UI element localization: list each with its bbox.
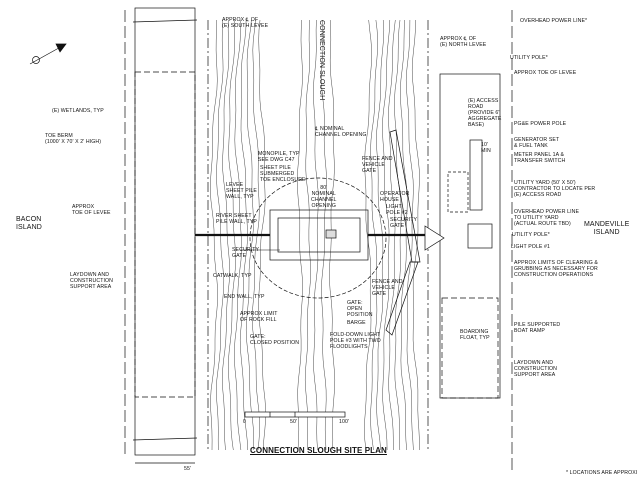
contour-line xyxy=(364,19,372,451)
light-pole-1-label: LIGHT POLE #1 xyxy=(511,244,550,250)
gate-closed-label: GATE: CLOSED POSITION xyxy=(250,334,300,346)
catwalk-label: CATWALK, TYP xyxy=(213,273,252,279)
north-arrow-circle xyxy=(32,56,40,64)
utility-yard-label: UTILITY YARD (50' X 50') CONTRACTOR TO L… xyxy=(514,180,596,198)
contour-line xyxy=(304,19,311,451)
utility-yard xyxy=(447,171,469,213)
north-levee-label: APPROX ℄ OF (E) NORTH LEVEE xyxy=(440,36,487,48)
gate-open-label: GATE: OPEN POSITION xyxy=(347,300,373,318)
laydown-right-label: LAYDOWN AND CONSTRUCTION SUPPORT AREA xyxy=(514,360,557,378)
contour-line xyxy=(321,19,327,451)
toe-levee-left-label: APPROX TOE OF LEVEE xyxy=(72,204,111,216)
toe-berm-label: TOE BERM (1000' X 70' X 2' HIGH) xyxy=(45,133,102,145)
utility-pole-top-label: UTILITY POLE* xyxy=(510,55,548,61)
end-wall-label: END WALL, TYP xyxy=(224,294,265,300)
fold-down-light-label: FOLD-DOWN LIGHT POLE #3 WITH TWO FLOODLI… xyxy=(330,332,381,350)
dimension-55-label: 55' xyxy=(184,466,192,472)
light-pole-2-label: LIGHT POLE #2 xyxy=(386,204,408,216)
levee-break-mark-bottom xyxy=(132,437,198,441)
scale-label-100: 100' xyxy=(339,419,350,425)
mandeville-island-label: MANDEVILLE ISLAND xyxy=(584,221,630,236)
operator-house-label: OPERATOR HOUSE xyxy=(380,191,410,203)
pile-supported-label: PILE SUPPORTED BOAT RAMP xyxy=(514,322,561,334)
connection-slough-label: CONNECTION SLOUGH xyxy=(318,20,325,101)
security-gate-left-label: SECURITY GATE xyxy=(232,247,260,259)
monopile-label: MONOPILE, TYP SEE DWG C47 xyxy=(258,151,300,163)
wetlands-label: (E) WETLANDS, TYP xyxy=(52,108,104,114)
clearing-label: APPROX LIMITS OF CLEARING & GRUBBING AS … xyxy=(514,260,598,278)
rock-fill-limit xyxy=(249,177,387,299)
utility-pole-mid-label: UTILITY POLE* xyxy=(512,232,550,238)
scale-label-50: 50' xyxy=(290,419,298,425)
levee-break-mark-top xyxy=(132,19,198,23)
laydown-area-right xyxy=(441,297,499,399)
river-sheet-pile-label: RIVER SHEET PILE WALL, TYP xyxy=(216,213,257,225)
fence-gate-top-label: FENCE AND VEHICLE GATE xyxy=(362,156,393,174)
ten-min-label: 10' MIN xyxy=(481,142,491,154)
fence-gate-bottom-label: FENCE AND VEHICLE GATE xyxy=(372,279,403,297)
meter-panel-label: METER PANEL 1A & TRANSFER SWITCH xyxy=(514,152,566,164)
rock-fill-label: APPROX LIMIT OF ROCK FILL xyxy=(240,311,278,323)
footnote: * LOCATIONS ARE APPROXI xyxy=(566,470,638,476)
levee-sheet-pile-label: LEVEE SHEET PILE WALL, TYP xyxy=(226,182,257,200)
toe-levee-right-label: APPROX TOE OF LEVEE xyxy=(514,70,577,76)
security-gate-right-label: SECURITY GATE xyxy=(390,217,418,229)
barge-label: BARGE xyxy=(347,320,366,326)
laydown-left-label: LAYDOWN AND CONSTRUCTION SUPPORT AREA xyxy=(70,272,113,290)
operator-house xyxy=(325,229,337,239)
south-levee-label: APPROX ℄ OF (E) SOUTH LEVEE xyxy=(222,17,269,29)
barge-inner xyxy=(277,217,361,253)
contour-line xyxy=(296,19,303,451)
overhead-power-line-label: OVERHEAD POWER LINE TO UTILITY YARD (ACT… xyxy=(514,209,580,227)
access-road xyxy=(469,139,483,211)
power-line-top-label: OVERHEAD POWER LINE* xyxy=(520,18,588,24)
nominal-channel-opening-label: ℄ NOMINAL CHANNEL OPENING xyxy=(315,126,367,138)
sheet-pile-label: SHEET PILE SUBMERGED TOE ENCLOSURE xyxy=(260,165,306,183)
channel-arrow xyxy=(424,225,445,251)
north-arrow-head xyxy=(55,43,67,53)
pge-pole-label: PG&E POWER POLE xyxy=(514,121,567,127)
access-road-label: (E) ACCESS ROAD (PROVIDE 6" AGGREGATE BA… xyxy=(468,98,502,128)
mandeville-box xyxy=(467,223,493,249)
nominal-80-label: 80' NOMINAL CHANNEL OPENING xyxy=(311,185,337,209)
generator-label: GENERATOR SET & FUEL TANK xyxy=(514,137,560,149)
plan-title: CONNECTION SLOUGH SITE PLAN xyxy=(250,446,387,455)
barge xyxy=(269,209,369,261)
laydown-area-left xyxy=(134,71,196,398)
south-levee-band xyxy=(134,7,196,456)
scale-label-0: 0 xyxy=(243,419,246,425)
boat-ramp-bottom xyxy=(385,261,419,336)
contour-line xyxy=(313,19,319,451)
bacon-island-label: BACON ISLAND xyxy=(16,216,42,231)
boarding-float-label: BOARDING FLOAT, TYP xyxy=(460,329,490,341)
